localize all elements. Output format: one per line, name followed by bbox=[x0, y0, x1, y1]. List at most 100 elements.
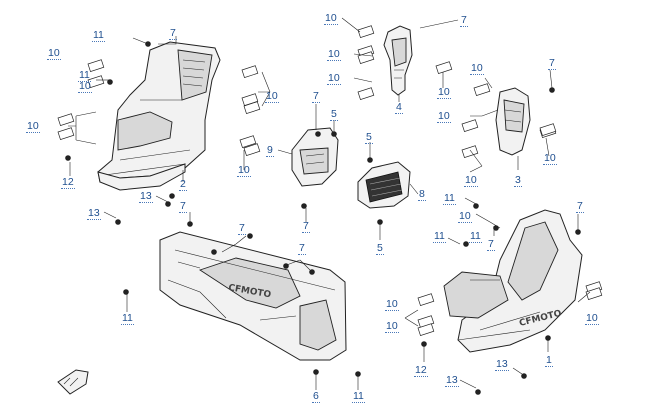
callout-2[interactable]: 2 bbox=[179, 178, 187, 191]
callout-7[interactable]: 7 bbox=[460, 14, 468, 27]
screw-fastener bbox=[421, 341, 427, 347]
callout-9[interactable]: 9 bbox=[266, 144, 274, 157]
callout-5[interactable]: 5 bbox=[330, 108, 338, 121]
clip-fastener bbox=[417, 293, 435, 307]
clip-fastener bbox=[357, 51, 375, 65]
callout-12[interactable]: 12 bbox=[414, 364, 428, 377]
callout-10[interactable]: 10 bbox=[385, 298, 399, 311]
callout-1[interactable]: 1 bbox=[545, 354, 553, 367]
callout-10[interactable]: 10 bbox=[385, 320, 399, 333]
callout-7[interactable]: 7 bbox=[169, 27, 177, 40]
callout-10[interactable]: 10 bbox=[327, 72, 341, 85]
screw-fastener bbox=[107, 79, 113, 85]
clip-fastener bbox=[461, 145, 479, 159]
clip-fastener bbox=[243, 101, 261, 115]
callout-7[interactable]: 7 bbox=[302, 220, 310, 233]
callout-10[interactable]: 10 bbox=[265, 90, 279, 103]
callout-11[interactable]: 11 bbox=[443, 192, 456, 205]
screw-fastener bbox=[165, 201, 171, 207]
callout-7[interactable]: 7 bbox=[179, 200, 187, 213]
fasteners bbox=[57, 25, 603, 395]
callout-11[interactable]: 11 bbox=[352, 390, 365, 403]
screw-fastener bbox=[575, 229, 581, 235]
part-1-right-side-panel[interactable]: CFMOTO bbox=[443, 209, 583, 353]
clip-fastener bbox=[357, 25, 375, 39]
screw-fastener bbox=[367, 157, 373, 163]
clip-fastener bbox=[57, 113, 75, 127]
callout-12[interactable]: 12 bbox=[61, 176, 75, 189]
callout-4[interactable]: 4 bbox=[395, 101, 403, 114]
callout-10[interactable]: 10 bbox=[327, 48, 341, 61]
callout-10[interactable]: 10 bbox=[437, 110, 451, 123]
callout-10[interactable]: 10 bbox=[47, 47, 61, 60]
callout-10[interactable]: 10 bbox=[26, 120, 40, 133]
screw-fastener bbox=[521, 373, 527, 379]
screw-fastener bbox=[187, 221, 193, 227]
clip-fastener bbox=[57, 127, 75, 141]
callout-10[interactable]: 10 bbox=[237, 164, 251, 177]
screw-fastener bbox=[545, 335, 551, 341]
callout-10[interactable]: 10 bbox=[585, 312, 599, 325]
part-2-left-side-panel[interactable] bbox=[97, 41, 221, 191]
callout-10[interactable]: 10 bbox=[470, 62, 484, 75]
clip-fastener bbox=[239, 135, 257, 149]
callout-7[interactable]: 7 bbox=[312, 90, 320, 103]
screw-fastener bbox=[65, 155, 71, 161]
callout-11[interactable]: 11 bbox=[469, 230, 482, 243]
clip-fastener bbox=[241, 65, 259, 79]
clip-fastener bbox=[539, 123, 557, 137]
screw-fastener bbox=[463, 241, 469, 247]
screw-fastener bbox=[315, 131, 321, 137]
part-9-control-box[interactable] bbox=[291, 127, 339, 187]
part-4-upper-bracket[interactable] bbox=[383, 25, 413, 96]
screw-fastener bbox=[247, 233, 253, 239]
callout-7[interactable]: 7 bbox=[487, 238, 495, 251]
clip-fastener bbox=[87, 59, 105, 73]
callout-7[interactable]: 7 bbox=[548, 57, 556, 70]
callout-11[interactable]: 11 bbox=[78, 69, 91, 82]
callout-10[interactable]: 10 bbox=[78, 80, 92, 93]
part-8-grille[interactable] bbox=[357, 161, 411, 209]
clip-fastener bbox=[435, 61, 453, 75]
part-6-floor-panel[interactable]: CFMOTO bbox=[159, 231, 347, 361]
callout-13[interactable]: 13 bbox=[495, 358, 509, 371]
callout-6[interactable]: 6 bbox=[312, 390, 320, 403]
callout-3[interactable]: 3 bbox=[514, 174, 522, 187]
screw-fastener bbox=[169, 193, 175, 199]
orientation-arrow-icon bbox=[57, 369, 89, 395]
screw-fastener bbox=[355, 371, 361, 377]
callout-10[interactable]: 10 bbox=[324, 12, 338, 25]
callout-11[interactable]: 11 bbox=[92, 29, 105, 42]
screw-fastener bbox=[115, 219, 121, 225]
callout-8[interactable]: 8 bbox=[418, 188, 426, 201]
clip-fastener bbox=[87, 75, 105, 89]
callout-10[interactable]: 10 bbox=[543, 152, 557, 165]
callout-11[interactable]: 11 bbox=[121, 312, 134, 325]
callout-10[interactable]: 10 bbox=[437, 86, 451, 99]
callout-10[interactable]: 10 bbox=[458, 210, 472, 223]
screw-fastener bbox=[475, 389, 481, 395]
leader-lines bbox=[68, 17, 591, 390]
part-3-right-bracket[interactable] bbox=[495, 87, 531, 156]
clip-fastener bbox=[473, 83, 491, 97]
callout-13[interactable]: 13 bbox=[139, 190, 153, 203]
callout-5[interactable]: 5 bbox=[376, 242, 384, 255]
callout-7[interactable]: 7 bbox=[298, 242, 306, 255]
callout-11[interactable]: 11 bbox=[433, 230, 446, 243]
screw-fastener bbox=[309, 269, 315, 275]
clip-fastener bbox=[357, 87, 375, 101]
callout-7[interactable]: 7 bbox=[238, 222, 246, 235]
screw-fastener bbox=[211, 249, 217, 255]
callout-13[interactable]: 13 bbox=[87, 207, 101, 220]
callout-10[interactable]: 10 bbox=[464, 174, 478, 187]
screw-fastener bbox=[123, 289, 129, 295]
callout-13[interactable]: 13 bbox=[445, 374, 459, 387]
callout-7[interactable]: 7 bbox=[576, 200, 584, 213]
callout-5[interactable]: 5 bbox=[365, 131, 373, 144]
screw-fastener bbox=[301, 203, 307, 209]
clip-fastener bbox=[461, 119, 479, 133]
clip-fastener bbox=[417, 323, 435, 337]
clip-fastener bbox=[243, 143, 261, 157]
